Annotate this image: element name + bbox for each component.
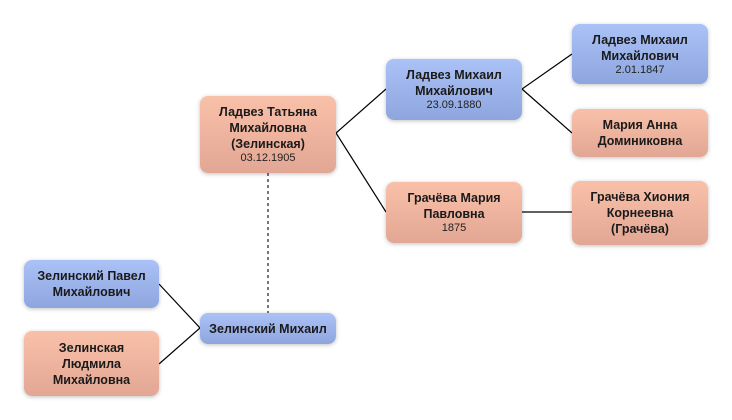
person-node-maria-anna[interactable]: Мария Анна Доминиковна [572, 109, 708, 157]
person-name: Ладвез Михаил Михайлович [406, 68, 502, 98]
person-node-maria-gracheva[interactable]: Грачёва Мария Павловна 1875 [386, 182, 522, 243]
person-name: Грачёва Мария Павловна [407, 191, 501, 221]
person-name: Зелинский Михаил [209, 321, 327, 336]
link-zelinsky-parents [158, 283, 201, 365]
person-node-pavel[interactable]: Зелинский Павел Михайлович [24, 260, 159, 308]
person-name: Зелинский Павел Михайлович [37, 269, 146, 299]
link-mikhail-parents [521, 53, 573, 134]
person-name: Грачёва Хиония Корнеевна (Грачёва) [590, 190, 690, 236]
person-name: Зелинская Людмила Михайловна [52, 340, 131, 387]
person-node-lyudmila[interactable]: Зелинская Людмила Михайловна [24, 331, 159, 396]
person-date: 2.01.1847 [615, 63, 665, 76]
person-date: 03.12.1905 [240, 152, 296, 164]
person-node-khionia[interactable]: Грачёва Хиония Корнеевна (Грачёва) [572, 181, 708, 245]
person-name: Ладвез Татьяна Михайловна (Зелинская) [218, 105, 317, 151]
person-node-mikhail-1847[interactable]: Ладвез Михаил Михайлович 2.01.1847 [572, 24, 708, 84]
person-node-zelinsky-mikhail[interactable]: Зелинский Михаил [200, 313, 336, 344]
person-date: 1875 [441, 222, 467, 234]
person-node-tatyana[interactable]: Ладвез Татьяна Михайловна (Зелинская) 03… [200, 96, 336, 173]
person-name: Мария Анна Доминиковна [597, 118, 683, 148]
person-name: Ладвез Михаил Михайлович [592, 32, 688, 63]
person-date: 23.09.1880 [426, 99, 482, 111]
link-tatyana-parents [335, 88, 387, 213]
person-node-mikhail-1880[interactable]: Ладвез Михаил Михайлович 23.09.1880 [386, 59, 522, 120]
